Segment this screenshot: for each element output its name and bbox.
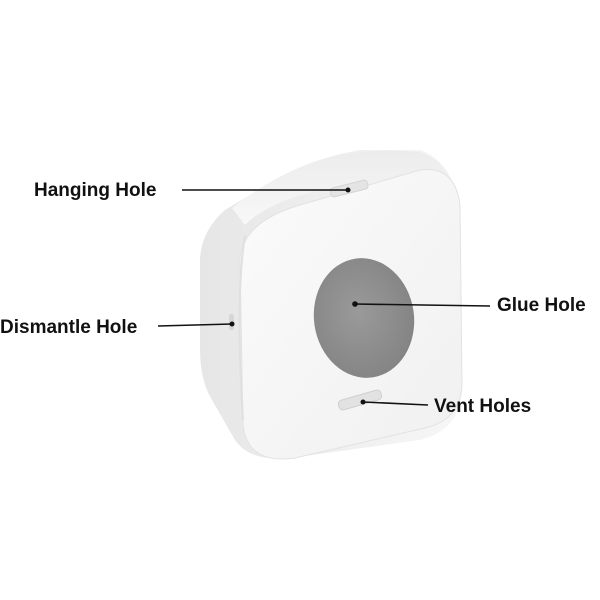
dismantle-hole-leader	[157, 323, 233, 327]
glue-hole-pad	[313, 258, 415, 378]
vent-holes-slot	[337, 389, 383, 411]
glue-hole-label: Glue Hole	[497, 295, 586, 316]
hanging-hole-marker	[345, 187, 351, 193]
dismantle-hole-marker	[229, 321, 235, 327]
vent-holes-marker	[360, 399, 366, 405]
device-top	[232, 150, 456, 225]
hanging-hole-label: Hanging Hole	[34, 180, 157, 201]
glue-hole-leader	[354, 303, 491, 307]
vent-holes-label: Vent Holes	[434, 396, 532, 417]
glue-hole-marker	[352, 301, 358, 307]
vent-holes-leader	[362, 401, 429, 406]
dismantle-hole-label: Dismantle Hole	[0, 317, 138, 338]
